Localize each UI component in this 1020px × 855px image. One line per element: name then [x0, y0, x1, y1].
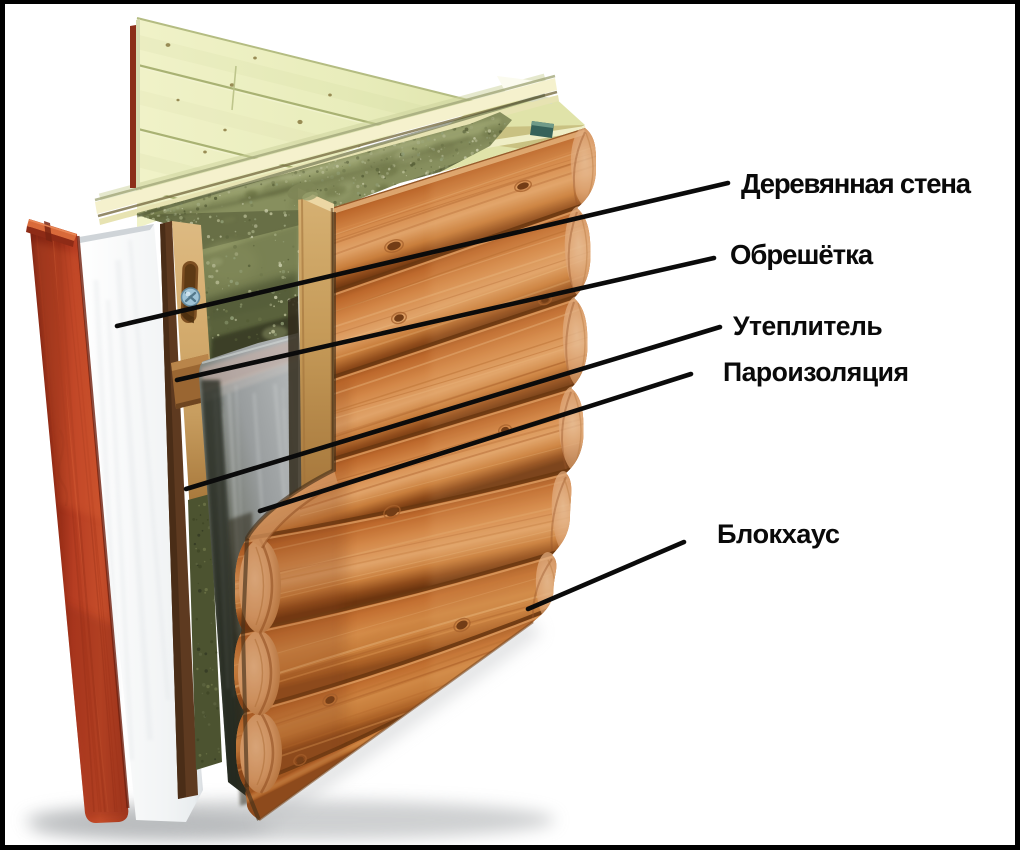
svg-text:Пароизоляция: Пароизоляция [723, 357, 909, 387]
svg-text:Деревянная стена: Деревянная стена [741, 168, 972, 199]
svg-text:Обрешётка: Обрешётка [730, 239, 874, 270]
svg-text:Утеплитель: Утеплитель [733, 311, 882, 341]
svg-text:Блокхаус: Блокхаус [717, 518, 840, 549]
